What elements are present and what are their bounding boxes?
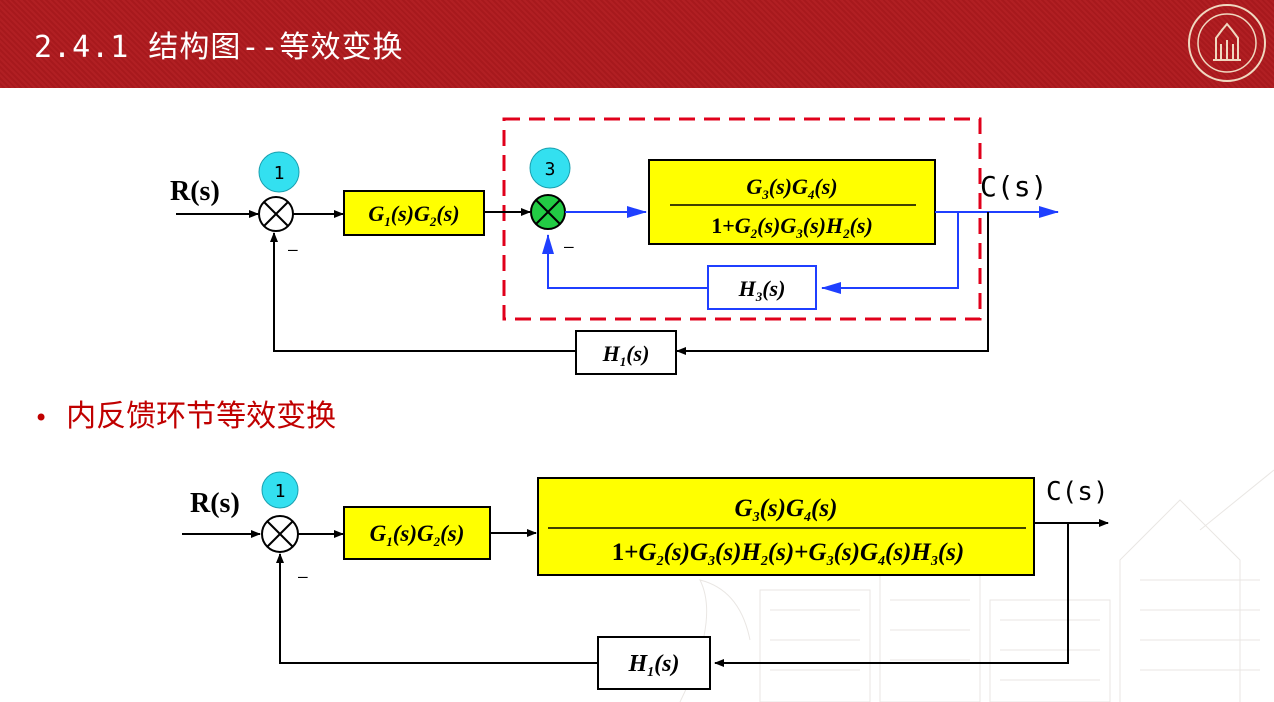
block-h3: H3(s) (707, 265, 817, 310)
feedback-path-back-2 (276, 553, 598, 664)
node-1-badge (258, 151, 300, 193)
page-title: 2.4.1 结构图--等效变换 (34, 30, 404, 65)
bullet-point: • 内反馈环节等效变换 (34, 391, 336, 435)
svg-text:H1(s): H1(s) (628, 651, 680, 680)
university-seal-logo (1188, 4, 1266, 82)
node-1-badge-2 (261, 471, 299, 509)
block-h1: H1(s) (575, 330, 677, 375)
minus-sign-2: – (298, 567, 308, 586)
title-bar: 2.4.1 结构图--等效变换 (0, 0, 1274, 88)
input-label-2: R(s) (190, 488, 240, 519)
feedback-path-out-2 (714, 523, 1069, 667)
svg-text:G1(s)G2(s): G1(s)G2(s) (370, 521, 465, 549)
minus-sign-3: – (564, 237, 574, 256)
diagram-1: R(s) 1 – G1(s)G2(s) 3 – (170, 117, 1059, 375)
node-1-label-2: 1 (275, 481, 286, 502)
inner-feedback-path-out (821, 212, 959, 294)
svg-text:G3(s)G4(s): G3(s)G4(s) (746, 174, 837, 202)
output-label: C(s) (980, 170, 1047, 203)
bullet-dot: • (34, 404, 49, 432)
outer-feedback-path-out (676, 212, 989, 355)
diagram-2: R(s) 1 – G1(s)G2(s) G3(s)G4(s) 1+G2(s)G3… (182, 471, 1109, 690)
outer-feedback-path-back (270, 232, 576, 352)
node-3-badge (529, 147, 571, 189)
svg-text:1+G2(s)G3(s)H2(s): 1+G2(s)G3(s)H2(s) (711, 213, 873, 241)
block-main-transfer: G3(s)G4(s) 1+G2(s)G3(s)H2(s) (648, 159, 936, 245)
block-h1-2: H1(s) (597, 636, 711, 690)
output-label-2: C(s) (1046, 477, 1109, 507)
node-3-label: 3 (545, 159, 556, 180)
summing-junction-1 (258, 196, 294, 232)
block-main-transfer-2: G3(s)G4(s) 1+G2(s)G3(s)H2(s)+G3(s)G4(s)H… (537, 477, 1035, 576)
input-label: R(s) (170, 176, 220, 207)
block-g1g2: G1(s)G2(s) (343, 190, 485, 236)
svg-text:G1(s)G2(s): G1(s)G2(s) (368, 201, 459, 229)
inner-feedback-path-back (542, 234, 708, 289)
block-g1g2-2: G1(s)G2(s) (343, 506, 491, 560)
node-1-label: 1 (274, 163, 285, 184)
svg-text:H3(s): H3(s) (738, 276, 786, 304)
minus-sign-1: – (288, 240, 298, 259)
summing-junction-2-1 (261, 515, 299, 553)
svg-text:H1(s): H1(s) (602, 341, 650, 369)
svg-text:1+G2(s)G3(s)H2(s)+G3(s)G4(s)H3: 1+G2(s)G3(s)H2(s)+G3(s)G4(s)H3(s) (612, 539, 964, 569)
bullet-text: 内反馈环节等效变换 (66, 399, 337, 434)
svg-text:G3(s)G4(s): G3(s)G4(s) (735, 495, 838, 525)
summing-junction-3 (530, 194, 566, 230)
equivalent-region-dashed-box (502, 117, 982, 321)
